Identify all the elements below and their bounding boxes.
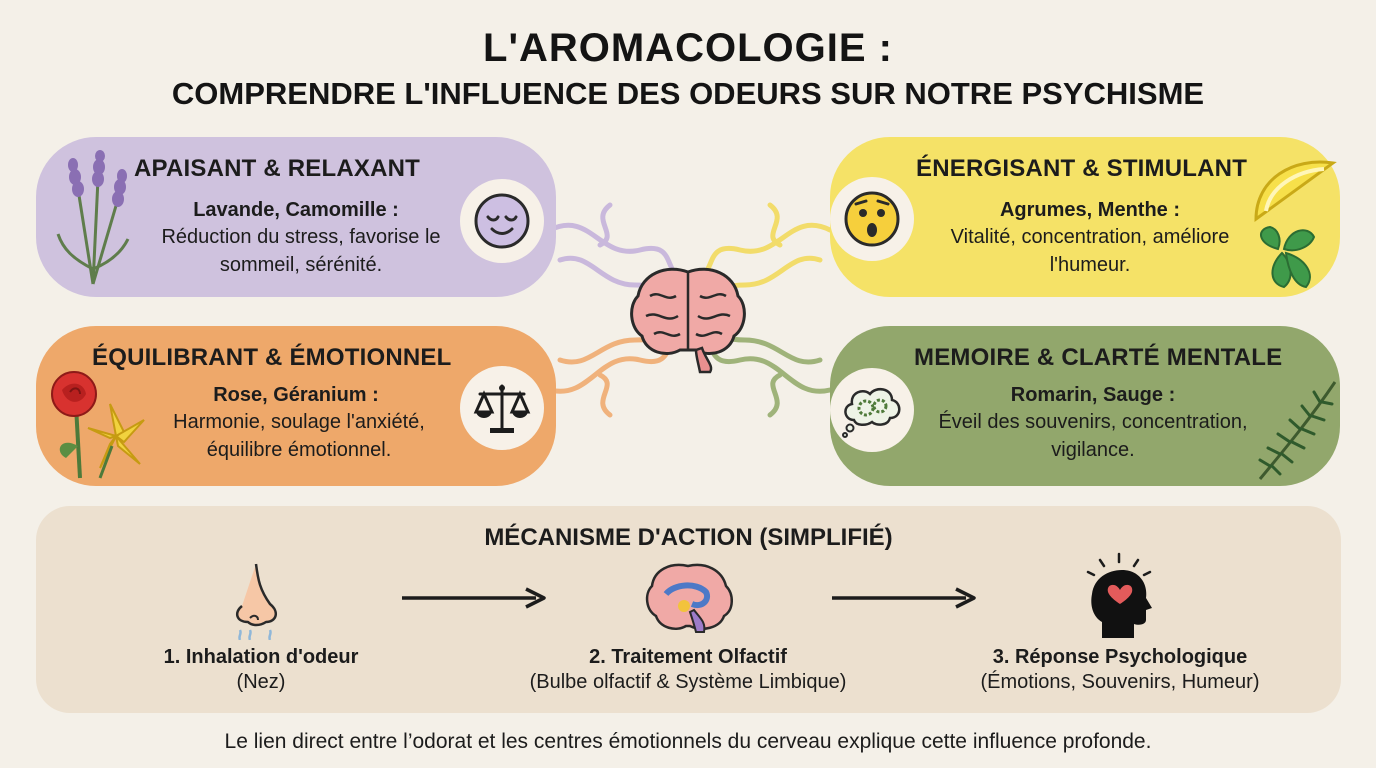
step-reponse: 3. Réponse Psychologique (Émotions, Souv… bbox=[930, 646, 1310, 694]
card-title: APAISANT & RELAXANT bbox=[134, 155, 421, 182]
mechanism-title: MÉCANISME D'ACTION (SIMPLIFIÉ) bbox=[484, 524, 893, 551]
card-plants: Romarin, Sauge : bbox=[1010, 384, 1176, 406]
step-inhalation: 1. Inhalation d'odeur (Nez) bbox=[71, 646, 451, 694]
step-title: 1. Inhalation d'odeur bbox=[163, 646, 359, 668]
badge bbox=[830, 368, 914, 452]
card-plants: Agrumes, Menthe : bbox=[999, 199, 1181, 221]
step-title: 3. Réponse Psychologique bbox=[992, 646, 1248, 668]
lavender-icon bbox=[56, 150, 130, 285]
page-title: L'AROMACOLOGIE : bbox=[483, 26, 893, 70]
badge bbox=[830, 177, 914, 261]
page-subtitle: COMPRENDRE L'INFLUENCE DES ODEURS SUR NO… bbox=[171, 76, 1205, 111]
card-memoire: MEMOIRE & CLARTÉ MENTALE Romarin, Sauge … bbox=[830, 326, 1340, 486]
badge bbox=[460, 366, 544, 450]
step-title: 2. Traitement Olfactif bbox=[589, 646, 787, 668]
step-detail: (Bulbe olfactif & Système Limbique) bbox=[529, 671, 847, 693]
card-energisant: ÉNERGISANT & STIMULANT Agrumes, Menthe :… bbox=[830, 137, 1340, 297]
brain-icon bbox=[630, 267, 746, 374]
surprised-face-icon bbox=[844, 191, 900, 247]
mechanism-panel: MÉCANISME D'ACTION (SIMPLIFIÉ) 1. Inhala… bbox=[36, 506, 1341, 713]
head-heart-icon bbox=[1086, 552, 1152, 638]
arrow-right-icon bbox=[832, 587, 976, 609]
rose-flower-icon bbox=[51, 371, 145, 479]
badge bbox=[460, 179, 544, 263]
limbic-brain-icon bbox=[645, 563, 733, 633]
card-effect: Vitalité, concentration, améliore l'hume… bbox=[950, 226, 1230, 276]
calm-face-icon bbox=[474, 193, 530, 249]
step-traitement: 2. Traitement Olfactif (Bulbe olfactif &… bbox=[498, 646, 878, 694]
card-effect: Réduction du stress, favorise le sommeil… bbox=[161, 226, 441, 276]
lemon-mint-icon bbox=[1254, 160, 1337, 289]
card-relaxant: APAISANT & RELAXANT Lavande, Camomille :… bbox=[36, 137, 556, 297]
card-title: MEMOIRE & CLARTÉ MENTALE bbox=[914, 344, 1283, 371]
thought-gears-icon bbox=[842, 387, 901, 438]
balance-scale-icon bbox=[473, 384, 531, 433]
step-detail: (Émotions, Souvenirs, Humeur) bbox=[980, 671, 1260, 693]
card-plants: Lavande, Camomille : bbox=[193, 199, 399, 221]
step-detail: (Nez) bbox=[236, 671, 286, 693]
card-title: ÉQUILIBRANT & ÉMOTIONNEL bbox=[92, 344, 452, 371]
rosemary-icon bbox=[1258, 381, 1337, 480]
card-effect: Éveil des souvenirs, concentration, vigi… bbox=[938, 411, 1248, 461]
footer-note: Le lien direct entre l’odorat et les cen… bbox=[224, 730, 1152, 753]
card-equilibrant: ÉQUILIBRANT & ÉMOTIONNEL Rose, Géranium … bbox=[36, 326, 556, 486]
card-plants: Rose, Géranium : bbox=[213, 384, 379, 406]
arrow-right-icon bbox=[402, 587, 546, 609]
card-title: ÉNERGISANT & STIMULANT bbox=[916, 155, 1248, 182]
card-effect: Harmonie, soulage l'anxiété, équilibre é… bbox=[173, 411, 425, 461]
nose-icon bbox=[235, 563, 278, 640]
